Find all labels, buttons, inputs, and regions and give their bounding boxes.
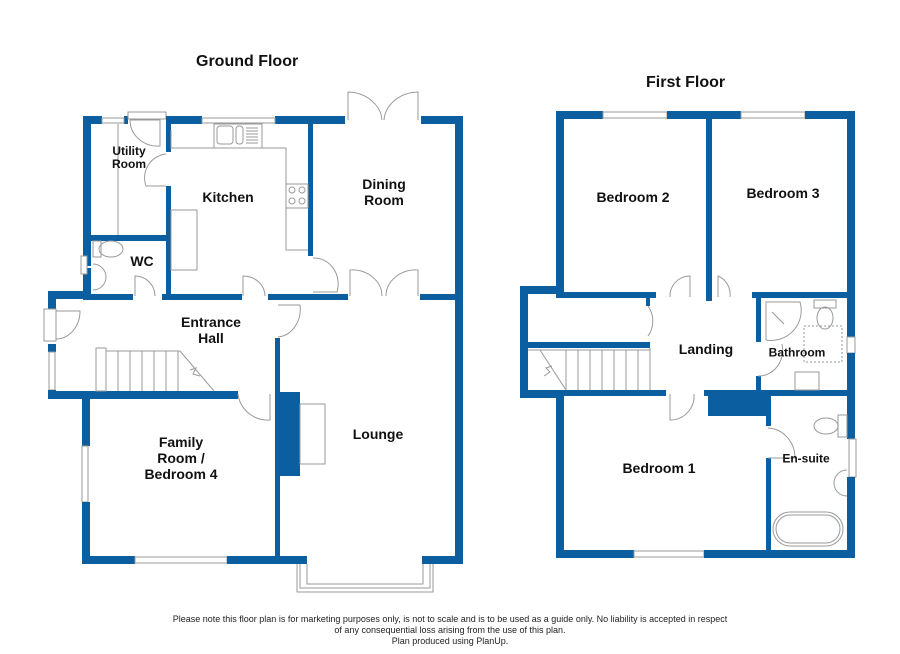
bathroom-toilet-icon — [816, 306, 834, 330]
kitchen-door-icon — [242, 275, 266, 297]
family-room-side-window — [81, 445, 89, 503]
bedroom3-window — [740, 111, 806, 119]
hall-window — [48, 351, 56, 391]
ground-floor-stairs — [95, 347, 215, 392]
hob-icon — [285, 183, 309, 209]
bedroom2-window — [602, 111, 668, 119]
en-suite-toilet-icon — [813, 417, 839, 435]
disclaimer: Please note this floor plan is for marke… — [0, 614, 900, 647]
lounge-door-icon — [277, 304, 301, 338]
room-label-bedroom-3: Bedroom 3 — [746, 185, 820, 201]
room-label-wc: WC — [130, 253, 154, 269]
bathroom-door-icon — [757, 343, 784, 377]
bath-icon — [772, 511, 844, 547]
wc-basin-icon — [92, 263, 107, 291]
airing-cupboard — [708, 392, 766, 416]
room-label-bedroom-2: Bedroom 2 — [596, 189, 670, 205]
en-suite-window — [848, 438, 857, 478]
first-floor-stairs — [528, 348, 651, 391]
room-label-utility: Utility Room — [112, 144, 146, 171]
ground-floor-title: Ground Floor — [196, 53, 299, 70]
front-door-icon — [55, 310, 81, 340]
wc-window — [80, 255, 88, 275]
drainer-icon — [246, 127, 258, 144]
chimney-breast — [276, 392, 300, 476]
first-floor-plan — [520, 111, 857, 558]
room-label-dining-room: Dining Room — [362, 176, 406, 208]
room-label-landing: Landing — [678, 341, 734, 357]
disclaimer-line-2: of any consequential loss arising from t… — [334, 625, 566, 635]
kitchen-sink-icon — [216, 125, 234, 145]
family-room-door-icon — [237, 393, 271, 421]
fireplace-hearth — [299, 403, 326, 465]
room-label-bathroom: Bathroom — [768, 345, 826, 360]
shower-icon — [765, 301, 802, 341]
cupboard-door-icon — [647, 305, 654, 337]
bedroom1-window — [633, 550, 705, 558]
wc-door-icon — [134, 275, 156, 297]
lounge-bay-window — [296, 564, 434, 593]
room-label-kitchen: Kitchen — [202, 189, 254, 205]
disclaimer-line-1: Please note this floor plan is for marke… — [172, 614, 728, 624]
bedroom1-door-icon — [669, 393, 695, 421]
room-label-entrance-hall: Entrance Hall — [181, 314, 241, 346]
bedroom3-door-icon — [717, 275, 731, 298]
room-label-family-room: Family Room / Bedroom 4 — [144, 434, 218, 482]
kitchen-window — [201, 117, 276, 124]
bedroom2-door-icon — [669, 275, 691, 298]
toilet-icon — [98, 240, 124, 258]
dining-french-door-icon — [347, 91, 383, 121]
kitchen-unit — [170, 209, 198, 271]
room-label-lounge: Lounge — [352, 426, 404, 442]
room-label-en-suite: En-suite — [782, 451, 830, 466]
bath-mat — [803, 325, 843, 363]
first-floor-title: First Floor — [646, 74, 726, 91]
bathroom-basin-icon — [794, 371, 820, 391]
room-label-bedroom-1: Bedroom 1 — [622, 460, 696, 476]
kitchen-dining-door-icon — [312, 257, 339, 293]
en-suite-basin-icon — [833, 469, 848, 497]
utility-door-icon — [129, 119, 161, 147]
bathroom-window — [846, 336, 856, 354]
disclaimer-line-3: Plan produced using PlanUp. — [391, 636, 509, 646]
ground-floor-plan — [43, 91, 463, 593]
en-suite-door-icon — [767, 427, 796, 459]
family-room-window — [134, 556, 228, 564]
utility-kitchen-door-icon — [144, 153, 167, 187]
kitchen-worktop — [170, 130, 308, 251]
dining-lounge-door-icon — [349, 269, 383, 297]
utility-window — [101, 117, 125, 124]
